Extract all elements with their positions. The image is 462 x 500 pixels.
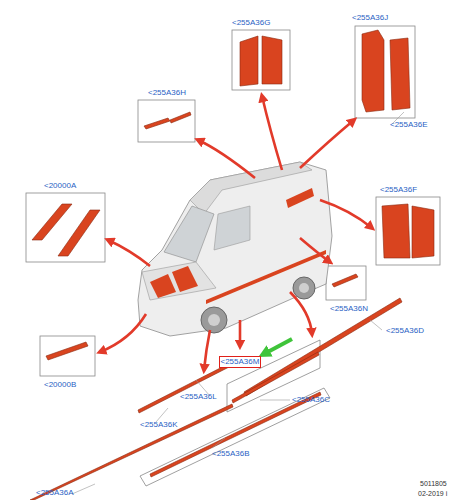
part-number: <255A36B xyxy=(212,449,250,459)
drawing-reference: 02-2019 i xyxy=(418,490,447,498)
part-number: <255A36A xyxy=(36,488,74,498)
part-number: <255A36D xyxy=(386,326,424,336)
van-illustration xyxy=(138,162,332,336)
part-number: <255A36G xyxy=(232,18,270,28)
part-number: <255A36N xyxy=(330,304,368,314)
part-number: <255A36C xyxy=(292,395,330,405)
drawing-reference: 5011805 xyxy=(420,480,447,488)
part-frames xyxy=(26,26,440,486)
part-number: <255A36H xyxy=(148,88,186,98)
part-number: <255A36M xyxy=(219,356,262,368)
part-number: <255A36F xyxy=(380,185,417,195)
pointer-arrows xyxy=(100,96,372,370)
leader-lines xyxy=(72,112,404,494)
part-number: <255A36L xyxy=(180,392,217,402)
decal-parts xyxy=(30,30,434,500)
part-number: <255A36K xyxy=(140,420,178,430)
highlight-arrow xyxy=(264,339,292,354)
part-number: <20000B xyxy=(44,380,76,390)
part-number: <20000A xyxy=(44,181,76,191)
part-number: <255A36E xyxy=(390,120,428,130)
part-number: <255A36J xyxy=(352,13,388,23)
